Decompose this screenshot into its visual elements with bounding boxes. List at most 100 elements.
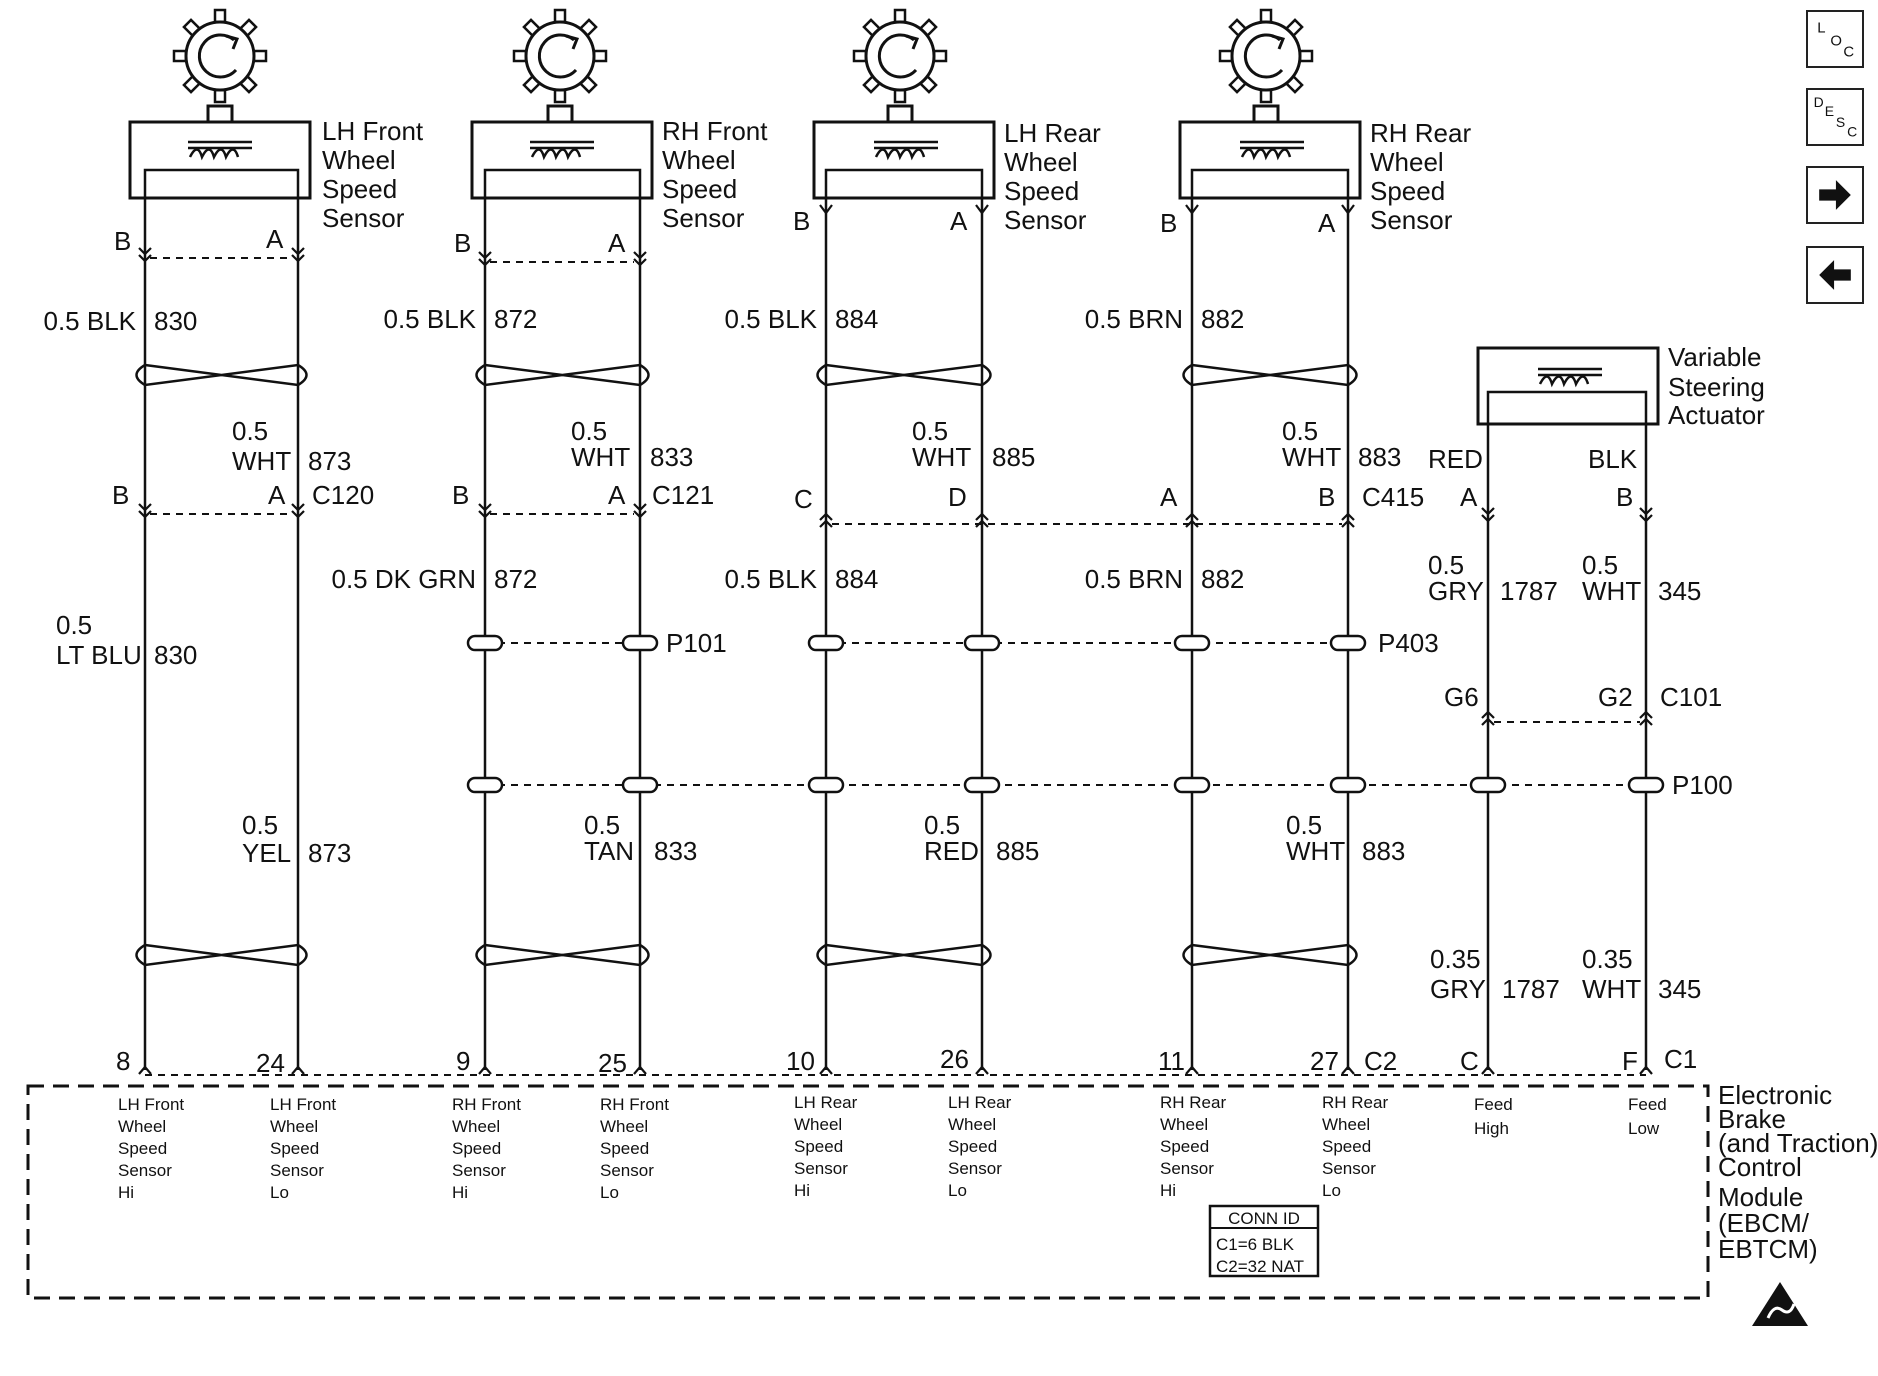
svg-text:Speed: Speed [794, 1137, 843, 1156]
svg-text:Speed: Speed [270, 1139, 319, 1158]
svg-text:GRY: GRY [1428, 576, 1484, 606]
pin-label-rh-front-hi: RH Front Wheel Speed Sensor Hi [452, 1095, 521, 1202]
svg-text:A: A [1460, 482, 1478, 512]
actuator-box [1476, 346, 1660, 426]
svg-text:A: A [266, 224, 284, 254]
svg-text:C1=6 BLK: C1=6 BLK [1216, 1235, 1295, 1254]
svg-text:P100: P100 [1672, 770, 1733, 800]
svg-text:RH Rear: RH Rear [1370, 118, 1471, 148]
loc-button[interactable]: L O C [1806, 10, 1864, 68]
svg-text:A: A [608, 228, 626, 258]
svg-text:0.5: 0.5 [232, 416, 268, 446]
svg-text:0.5 BLK: 0.5 BLK [383, 304, 476, 334]
svg-text:Sensor: Sensor [662, 203, 745, 233]
svg-text:WHT: WHT [232, 446, 291, 476]
svg-text:D: D [948, 482, 967, 512]
svg-text:RED: RED [1428, 444, 1483, 474]
svg-text:Sensor: Sensor [1322, 1159, 1376, 1178]
next-page-button[interactable] [1806, 166, 1864, 224]
svg-text:885: 885 [992, 442, 1035, 472]
svg-text:Speed: Speed [1160, 1137, 1209, 1156]
actuator-name: Variable Steering Actuator [1668, 342, 1765, 430]
svg-text:High: High [1474, 1119, 1509, 1138]
svg-text:A: A [1318, 208, 1336, 238]
sensor-name-rh-rear: RH Rear Wheel Speed Sensor [1370, 118, 1471, 235]
pin-label-lh-rear-hi: LH Rear Wheel Speed Sensor Hi [794, 1093, 858, 1200]
svg-text:Steering: Steering [1668, 372, 1765, 402]
svg-text:Wheel: Wheel [1370, 147, 1444, 177]
svg-text:0.5: 0.5 [1428, 550, 1464, 580]
svg-text:A: A [1160, 482, 1178, 512]
svg-text:B: B [452, 480, 469, 510]
svg-text:833: 833 [650, 442, 693, 472]
svg-text:882: 882 [1201, 564, 1244, 594]
svg-text:Lo: Lo [600, 1183, 619, 1202]
svg-text:G6: G6 [1444, 682, 1479, 712]
module-outline [26, 1084, 1710, 1300]
svg-text:LH Rear: LH Rear [1004, 118, 1101, 148]
svg-text:C2=32 NAT: C2=32 NAT [1216, 1257, 1304, 1276]
svg-text:27: 27 [1310, 1046, 1339, 1076]
svg-text:Lo: Lo [1322, 1181, 1341, 1200]
pin-label-feed-high: Feed High [1474, 1095, 1513, 1138]
svg-text:0.5: 0.5 [584, 810, 620, 840]
svg-text:Speed: Speed [452, 1139, 501, 1158]
svg-text:RED: RED [924, 836, 979, 866]
svg-text:Sensor: Sensor [270, 1161, 324, 1180]
svg-text:0.5: 0.5 [1282, 416, 1318, 446]
svg-text:Sensor: Sensor [1370, 205, 1453, 235]
svg-text:RH Front: RH Front [662, 116, 768, 146]
svg-text:Electronic: Electronic [1718, 1080, 1832, 1110]
svg-text:0.35: 0.35 [1582, 944, 1633, 974]
sensor-box-rh-rear [1178, 104, 1362, 200]
svg-text:0.5: 0.5 [912, 416, 948, 446]
svg-text:CONN ID: CONN ID [1228, 1209, 1300, 1228]
svg-text:Wheel: Wheel [118, 1117, 166, 1136]
svg-text:885: 885 [996, 836, 1039, 866]
svg-text:C415: C415 [1362, 482, 1424, 512]
svg-text:LH Front: LH Front [322, 116, 424, 146]
svg-text:8: 8 [116, 1046, 130, 1076]
svg-text:C2: C2 [1364, 1046, 1397, 1076]
svg-text:B: B [114, 226, 131, 256]
svg-text:Control: Control [1718, 1152, 1802, 1182]
svg-text:0.5: 0.5 [571, 416, 607, 446]
desc-button[interactable]: D E S C [1806, 88, 1864, 146]
svg-text:LT BLU: LT BLU [56, 640, 142, 670]
svg-text:883: 883 [1362, 836, 1405, 866]
svg-text:Wheel: Wheel [452, 1117, 500, 1136]
pin-label-rh-rear-lo: RH Rear Wheel Speed Sensor Lo [1322, 1093, 1388, 1200]
svg-text:C101: C101 [1660, 682, 1722, 712]
svg-text:Speed: Speed [1370, 176, 1445, 206]
pin-label-rh-rear-hi: RH Rear Wheel Speed Sensor Hi [1160, 1093, 1226, 1200]
reluctor-wheel-icon [172, 8, 268, 104]
svg-text:TAN: TAN [584, 836, 634, 866]
svg-text:Wheel: Wheel [662, 145, 736, 175]
svg-text:A: A [268, 480, 286, 510]
connector-dashes [145, 257, 1646, 1076]
svg-text:Sensor: Sensor [948, 1159, 1002, 1178]
svg-text:345: 345 [1658, 576, 1701, 606]
reluctor-wheel-icon [852, 8, 948, 104]
svg-text:Wheel: Wheel [322, 145, 396, 175]
prev-page-button[interactable] [1806, 246, 1864, 304]
twisted-pair-marks [135, 363, 1358, 967]
svg-text:Hi: Hi [452, 1183, 468, 1202]
sensor-name-lh-front: LH Front Wheel Speed Sensor [322, 116, 424, 233]
svg-text:Speed: Speed [948, 1137, 997, 1156]
svg-text:(and Traction): (and Traction) [1718, 1128, 1878, 1158]
svg-text:RH Front: RH Front [452, 1095, 521, 1114]
svg-text:873: 873 [308, 446, 351, 476]
svg-text:S: S [1836, 114, 1845, 130]
svg-text:C120: C120 [312, 480, 374, 510]
conn-id-table: CONN ID C1=6 BLK C2=32 NAT [1208, 1204, 1320, 1278]
svg-text:0.5: 0.5 [1286, 810, 1322, 840]
svg-text:Lo: Lo [948, 1181, 967, 1200]
svg-text:WHT: WHT [571, 442, 630, 472]
wires [143, 198, 1648, 1070]
svg-text:B: B [1616, 482, 1633, 512]
svg-text:RH Rear: RH Rear [1160, 1093, 1226, 1112]
connector-row-labels: B A C120 B A C121 C D A B C415 RED BLK A… [112, 444, 1638, 514]
svg-text:Speed: Speed [662, 174, 737, 204]
